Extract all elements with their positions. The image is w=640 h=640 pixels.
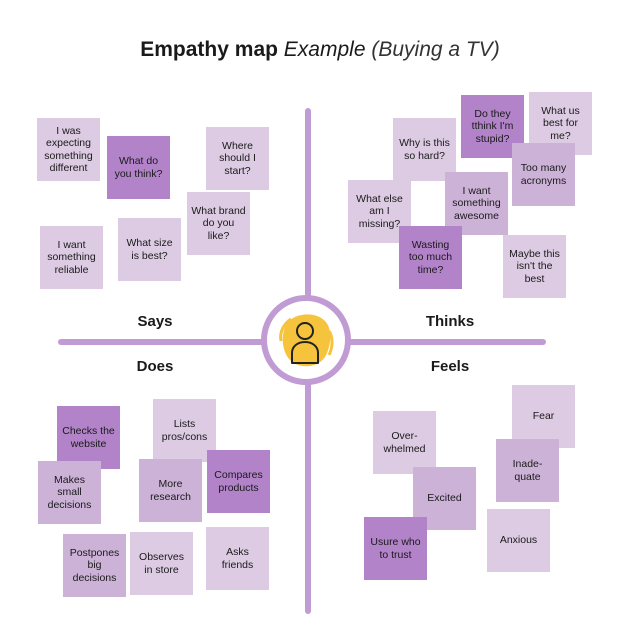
- sticky-note: Makes small decisions: [38, 461, 101, 524]
- sticky-note: Inade-quate: [496, 439, 559, 502]
- sticky-note: What else am I missing?: [348, 180, 411, 243]
- quadrant-label-does: Does: [136, 358, 174, 375]
- sticky-note: Fear: [512, 385, 575, 448]
- sticky-note: Checks the website: [57, 406, 120, 469]
- quadrant-label-thinks: Thinks: [425, 313, 475, 330]
- sticky-note: I was expecting something different: [37, 118, 100, 181]
- page-title: Empathy map Example (Buying a TV): [0, 36, 640, 64]
- quadrant-label-says: Says: [137, 313, 173, 330]
- quadrant-label-feels: Feels: [430, 358, 470, 375]
- sticky-note: Where should I start?: [206, 127, 269, 190]
- person-icon: [279, 314, 334, 367]
- sticky-note: What size is best?: [118, 218, 181, 281]
- sticky-note: Postpones big decisions: [63, 534, 126, 597]
- title-example: Example: [283, 38, 366, 61]
- center-circle: [261, 295, 351, 385]
- sticky-note: Too many acronyms: [512, 143, 575, 206]
- sticky-note: Asks friends: [206, 527, 269, 590]
- sticky-note: More research: [139, 459, 202, 522]
- sticky-note: Over-whelmed: [373, 411, 436, 474]
- sticky-note: Lists pros/cons: [153, 399, 216, 462]
- sticky-note: Anxious: [487, 509, 550, 572]
- sticky-note: Wasting too much time?: [399, 226, 462, 289]
- sticky-note: Do they tthink I'm stupid?: [461, 95, 524, 158]
- sticky-note: Maybe this isn't the best: [503, 235, 566, 298]
- sticky-note: I want something awesome: [445, 172, 508, 235]
- sticky-note: What brand do you like?: [187, 192, 250, 255]
- sticky-note: Compares products: [207, 450, 270, 513]
- title-subtitle: (Buying a TV): [371, 38, 500, 61]
- sticky-note: Usure who to trust: [364, 517, 427, 580]
- sticky-note: I want something reliable: [40, 226, 103, 289]
- title-main: Empathy map: [140, 38, 278, 61]
- sticky-note: Observes in store: [130, 532, 193, 595]
- sticky-note: What do you think?: [107, 136, 170, 199]
- sticky-note: Why is this so hard?: [393, 118, 456, 181]
